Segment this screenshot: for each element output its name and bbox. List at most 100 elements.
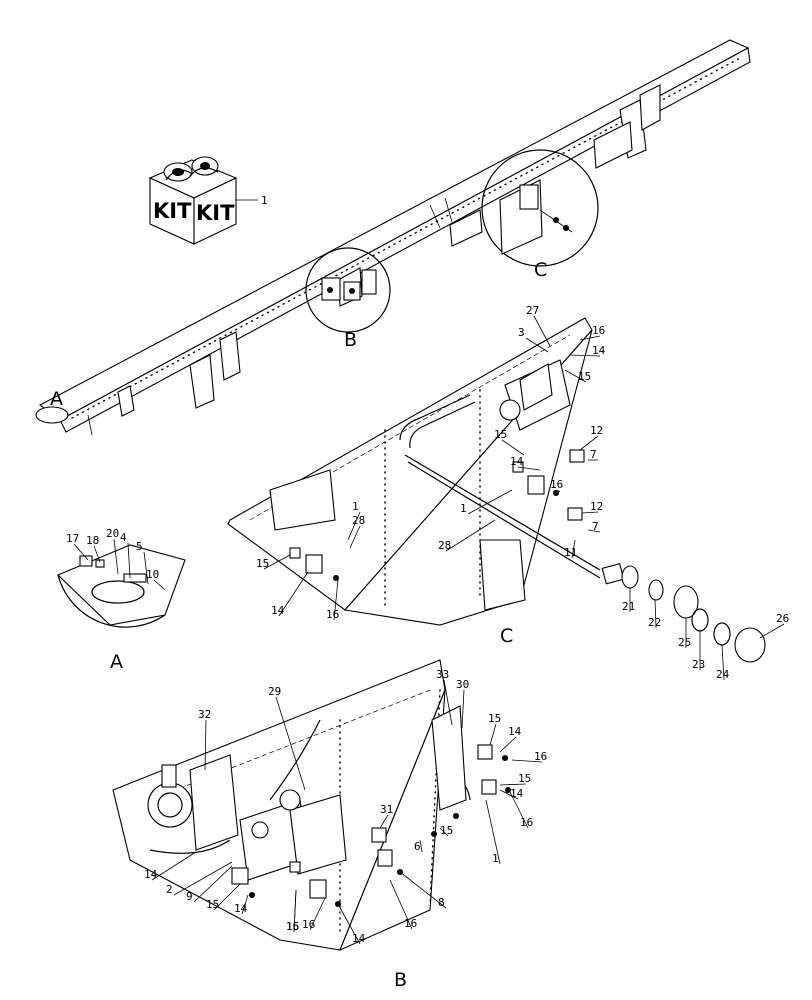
leader-line xyxy=(93,545,101,563)
callout-detail-b-14: 14 xyxy=(508,725,522,738)
leader-line xyxy=(501,439,525,456)
callout-detail-c-28: 28 xyxy=(352,514,365,527)
leader-line xyxy=(571,539,576,559)
view-label-c-main: C xyxy=(534,259,547,281)
leader-line xyxy=(759,623,785,639)
leader-line xyxy=(439,827,449,837)
callout-detail-a-5: 5 xyxy=(136,540,143,553)
view-label-b: B xyxy=(394,969,407,991)
view-label-c: C xyxy=(500,625,513,647)
leader-line xyxy=(564,369,587,383)
callout-detail-b-15: 15 xyxy=(440,824,453,837)
callout-detail-b-16: 16 xyxy=(404,917,417,930)
callout-detail-b-15: 15 xyxy=(206,898,219,911)
view-label-a: A xyxy=(110,651,123,673)
leader-line xyxy=(173,861,233,896)
callout-detail-b-15: 15 xyxy=(286,920,299,933)
callout-detail-b-14: 14 xyxy=(510,787,524,800)
leader-line xyxy=(579,335,601,341)
leader-line xyxy=(499,783,527,786)
leader-line xyxy=(511,759,543,763)
callout-detail-a-18: 18 xyxy=(86,534,99,547)
leader-line xyxy=(213,883,241,911)
callout-detail-b-16: 16 xyxy=(520,816,533,829)
callout-detail-c-7: 7 xyxy=(592,520,599,533)
callout-detail-c-23: 23 xyxy=(692,658,705,671)
kit-label-left: KIT xyxy=(153,199,192,223)
kit-box: KIT KIT 1 xyxy=(148,156,268,245)
callout-detail-c-28: 28 xyxy=(438,539,451,552)
callout-detail-c-26: 26 xyxy=(776,612,789,625)
callout-detail-b-14: 14 xyxy=(144,868,158,881)
leader-line xyxy=(721,644,725,681)
callout-detail-c-14: 14 xyxy=(592,344,606,357)
leader-line xyxy=(347,511,361,541)
callout-detail-b-2: 2 xyxy=(166,883,173,896)
view-label-b-main: B xyxy=(344,329,357,351)
callout-detail-c-15: 15 xyxy=(494,428,507,441)
leader-line xyxy=(579,435,599,451)
callout-detail-b-33: 33 xyxy=(436,668,449,681)
detail-circle-b: B xyxy=(305,247,391,351)
callout-detail-c-1: 1 xyxy=(460,502,467,515)
callout-detail-c-16: 16 xyxy=(592,324,605,337)
leader-line xyxy=(389,879,413,930)
callout-kit: 1 xyxy=(261,194,268,207)
leader-line xyxy=(153,579,166,591)
callout-detail-c-12: 12 xyxy=(590,424,603,437)
leader-line xyxy=(151,851,197,881)
leader-line xyxy=(113,538,119,575)
leader-line xyxy=(485,799,501,865)
callout-detail-c-15: 15 xyxy=(578,370,591,383)
callout-detail-a-4: 4 xyxy=(120,531,127,544)
callout-detail-c-16: 16 xyxy=(550,478,563,491)
leader-line xyxy=(275,696,306,791)
callout-detail-a-10: 10 xyxy=(146,568,159,581)
leader-line xyxy=(193,865,233,903)
callout-detail-b-14: 14 xyxy=(352,932,366,945)
leader-line xyxy=(309,897,326,931)
callout-detail-b-16: 16 xyxy=(302,918,315,931)
callout-detail-c-11: 11 xyxy=(564,546,577,559)
leader-line xyxy=(143,551,149,585)
callout-detail-c-22: 22 xyxy=(648,616,661,629)
callout-detail-b-9: 9 xyxy=(186,890,193,903)
leader-line xyxy=(293,889,297,933)
main-beam: A xyxy=(35,39,751,436)
leader-line xyxy=(525,337,549,353)
callout-detail-c-24: 24 xyxy=(716,668,730,681)
callout-detail-b-6: 6 xyxy=(414,840,421,853)
leader-line xyxy=(127,542,131,579)
callout-detail-c-14: 14 xyxy=(271,604,285,617)
leader-line xyxy=(73,543,89,561)
view-label-a-main: A xyxy=(50,388,63,410)
leader-line xyxy=(349,525,361,549)
leader-line xyxy=(509,791,529,829)
leader-line xyxy=(443,679,453,726)
detail-circle-c: C xyxy=(481,149,599,281)
callout-detail-b-16: 16 xyxy=(534,750,547,763)
leader-line xyxy=(241,894,249,915)
callout-detail-c-7: 7 xyxy=(590,448,597,461)
callout-detail-a-17: 17 xyxy=(66,532,79,545)
leader-line xyxy=(533,315,551,347)
callout-detail-c-1: 1 xyxy=(352,500,359,513)
callout-detail-c-14: 14 xyxy=(510,455,524,468)
kit-label-right: KIT xyxy=(196,201,235,225)
leader-line xyxy=(557,489,561,493)
callout-detail-c-3: 3 xyxy=(518,326,525,339)
leader-line xyxy=(517,466,541,471)
callout-detail-b-16: 16 xyxy=(286,920,299,933)
callout-detail-c-27: 27 xyxy=(526,304,539,317)
leader-line xyxy=(461,689,465,729)
leader-line xyxy=(399,871,447,909)
callout-detail-b-32: 32 xyxy=(198,708,211,721)
leader-line xyxy=(654,599,657,629)
leader-line xyxy=(587,529,601,533)
callout-detail-b-30: 30 xyxy=(456,678,469,691)
leader-line xyxy=(489,723,497,746)
callout-detail-b-15: 15 xyxy=(518,772,531,785)
leader-line xyxy=(278,571,309,617)
